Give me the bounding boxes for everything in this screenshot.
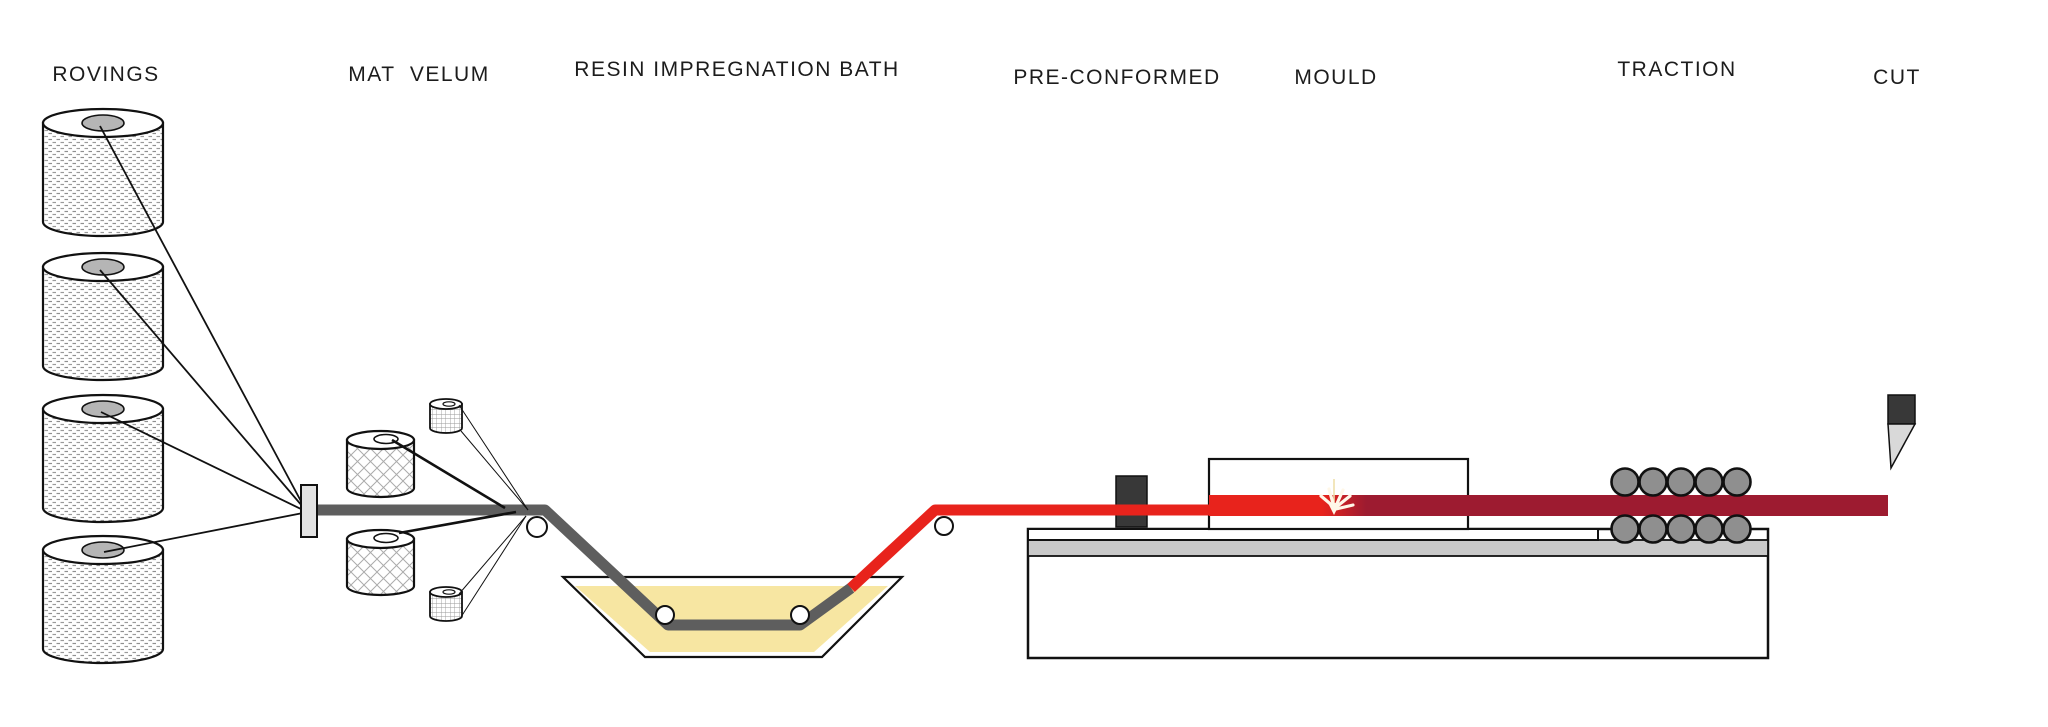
guide-plate xyxy=(300,484,318,538)
roving-spool xyxy=(41,251,165,382)
velum-rolls xyxy=(429,398,463,622)
impregnated-band xyxy=(847,504,1209,593)
roving-spool xyxy=(41,534,165,665)
cured-profile xyxy=(1209,495,1888,516)
resin-bath xyxy=(560,575,905,659)
resin-liquid xyxy=(575,586,888,652)
guide-roller-bath-right xyxy=(790,605,810,625)
resin-bath-tank xyxy=(560,575,905,659)
roving-core xyxy=(81,114,125,132)
roving-spools xyxy=(41,107,165,665)
cut-blade-tip xyxy=(1887,423,1917,471)
roving-core xyxy=(81,541,125,559)
traction-roller-bottom xyxy=(1638,514,1668,544)
velum-roll xyxy=(429,398,463,434)
mat-spool xyxy=(345,429,416,499)
machine-bed xyxy=(1026,527,1770,660)
label-traction: TRACTION xyxy=(1617,58,1737,81)
velum-roll xyxy=(429,586,463,622)
cut-blade-holder xyxy=(1887,394,1916,425)
dry-fiber-band xyxy=(317,504,855,631)
traction-roller-top xyxy=(1666,467,1696,497)
mat-spools xyxy=(345,429,416,597)
mould-box xyxy=(1207,457,1470,531)
mat-spool xyxy=(345,528,416,597)
traction-roller-bottom xyxy=(1694,514,1724,544)
traction-roller-top xyxy=(1694,467,1724,497)
label-pre-conformed: PRE-CONFORMED xyxy=(1013,66,1221,89)
traction-roller-bottom xyxy=(1722,514,1752,544)
roving-spool xyxy=(41,107,165,238)
label-cut: CUT xyxy=(1873,66,1921,89)
roving-yarns xyxy=(99,125,304,553)
machine-bed-top-shelf xyxy=(1027,528,1599,541)
cut-blade-icon xyxy=(1887,394,1917,471)
traction-roller-bottom xyxy=(1666,514,1696,544)
traction-roller-top xyxy=(1722,467,1752,497)
roving-core xyxy=(81,400,125,418)
label-mat-velum: MAT VELUM xyxy=(348,63,490,86)
guide-roller-exit xyxy=(934,516,954,536)
label-rovings: ROVINGS xyxy=(52,63,160,86)
guide-roller-bath-left xyxy=(655,605,675,625)
mat-velum-feed-lines xyxy=(391,404,529,618)
label-mould: MOULD xyxy=(1294,66,1378,89)
traction-rollers xyxy=(1610,467,1752,544)
roving-core xyxy=(81,258,125,276)
pre-forming-die xyxy=(1115,475,1148,528)
roving-spool xyxy=(41,393,165,524)
label-resin-bath: RESIN IMPREGNATION BATH xyxy=(574,58,900,81)
guide-rollers xyxy=(526,516,954,625)
guide-roller-entry xyxy=(526,516,548,538)
traction-roller-top xyxy=(1610,467,1640,497)
traction-roller-bottom xyxy=(1610,514,1640,544)
cure-point-burst-icon xyxy=(1319,479,1355,515)
traction-roller-top xyxy=(1638,467,1668,497)
